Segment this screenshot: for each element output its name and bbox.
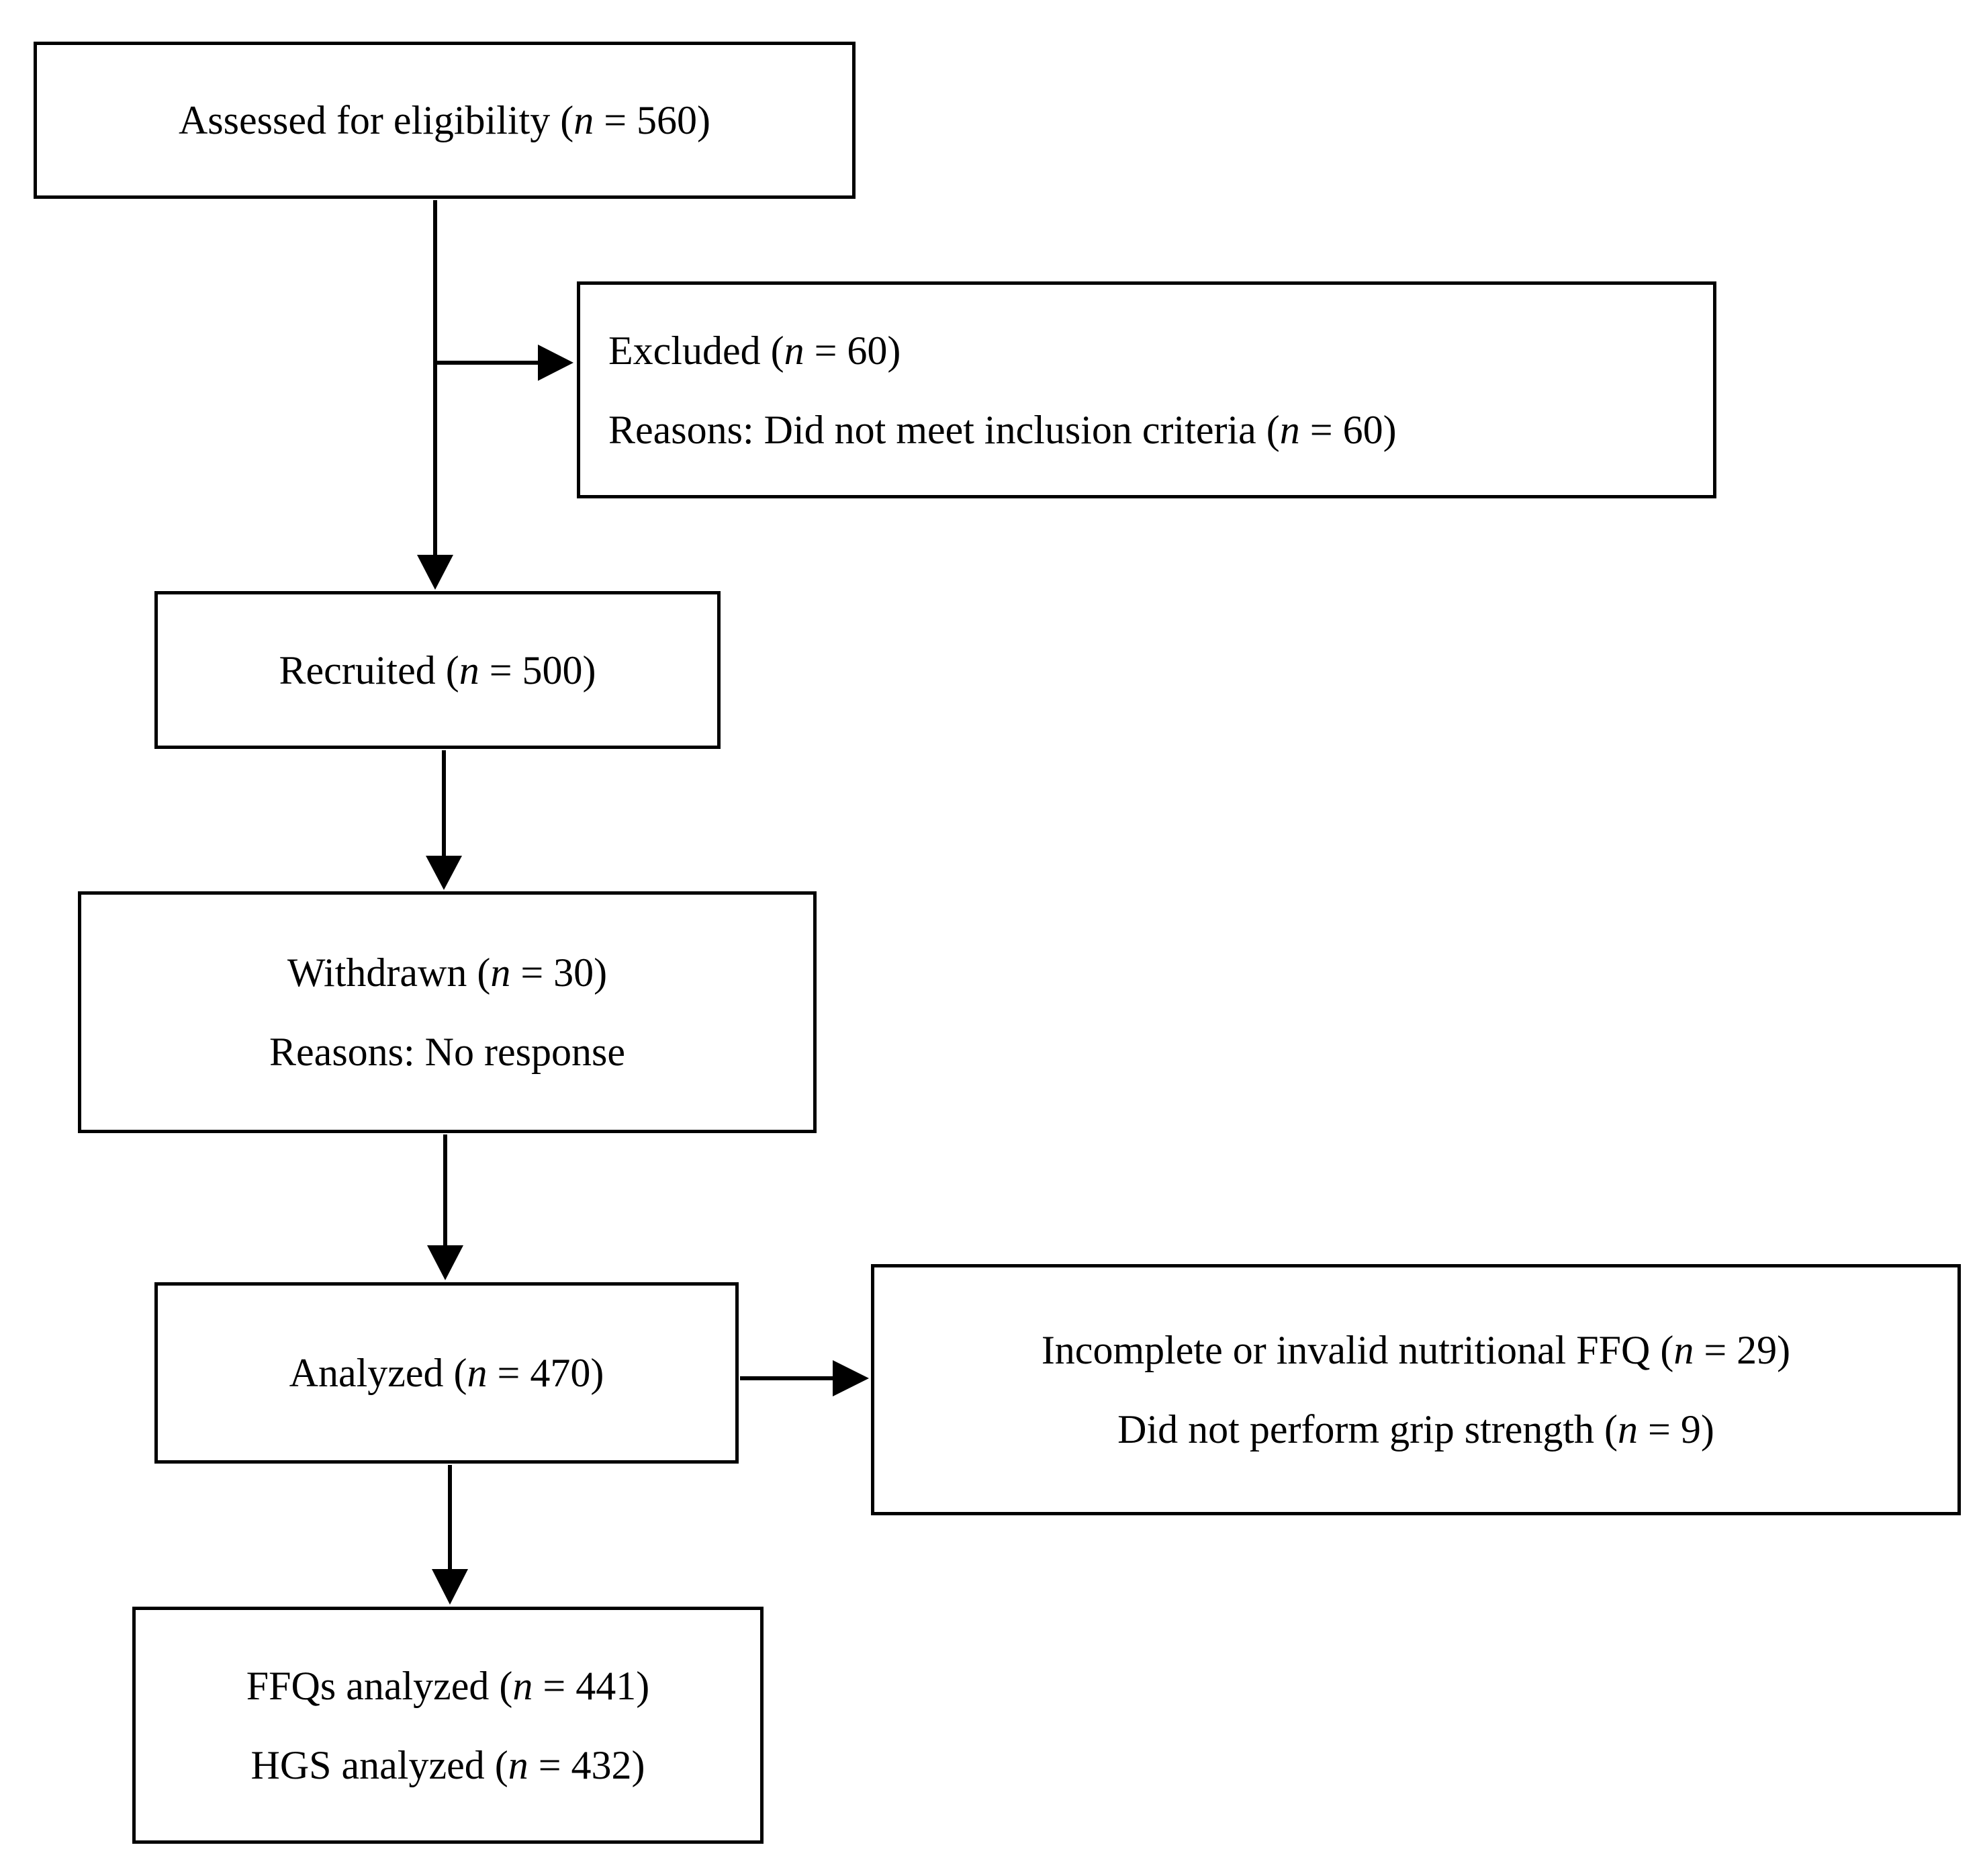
grip-strength-text: Did not perform grip strength (n = 9) <box>1117 1407 1714 1451</box>
ffqs-analyzed-text: FFQs analyzed (n = 441) <box>246 1663 650 1708</box>
box-assessed-for-eligibility: Assessed for eligibility (n = 560) <box>34 42 856 199</box>
assessed-text: Assessed for eligibility (n = 560) <box>178 98 711 142</box>
excluded-count-text: Excluded (n = 60) <box>608 328 901 373</box>
box-analyzed: Analyzed (n = 470) <box>154 1282 739 1464</box>
excluded-reasons-text: Reasons: Did not meet inclusion criteria… <box>608 407 1397 452</box>
arrow-analyzed-to-ffq-exclusions <box>740 1360 869 1396</box>
box-recruited: Recruited (n = 500) <box>154 591 721 749</box>
box-final-analyzed: FFQs analyzed (n = 441) HGS analyzed (n … <box>132 1607 764 1844</box>
arrow-analyzed-to-final <box>432 1465 468 1605</box>
box-ffq-exclusions: Incomplete or invalid nutritional FFQ (n… <box>871 1264 1961 1515</box>
withdrawn-reasons-text: Reasons: No response <box>269 1030 625 1074</box>
box-withdrawn: Withdrawn (n = 30) Reasons: No response <box>78 891 817 1133</box>
arrow-withdrawn-to-analyzed <box>427 1134 463 1280</box>
arrow-branch-to-excluded <box>435 345 573 381</box>
analyzed-text: Analyzed (n = 470) <box>289 1351 604 1395</box>
arrow-assessed-to-recruited <box>417 200 453 590</box>
arrow-recruited-to-withdrawn <box>426 750 462 890</box>
recruited-text: Recruited (n = 500) <box>279 647 596 693</box>
box-excluded: Excluded (n = 60) Reasons: Did not meet … <box>577 281 1716 498</box>
hgs-analyzed-text: HGS analyzed (n = 432) <box>250 1742 645 1787</box>
ffq-incomplete-text: Incomplete or invalid nutritional FFQ (n… <box>1041 1328 1791 1372</box>
withdrawn-count-text: Withdrawn (n = 30) <box>287 950 608 995</box>
